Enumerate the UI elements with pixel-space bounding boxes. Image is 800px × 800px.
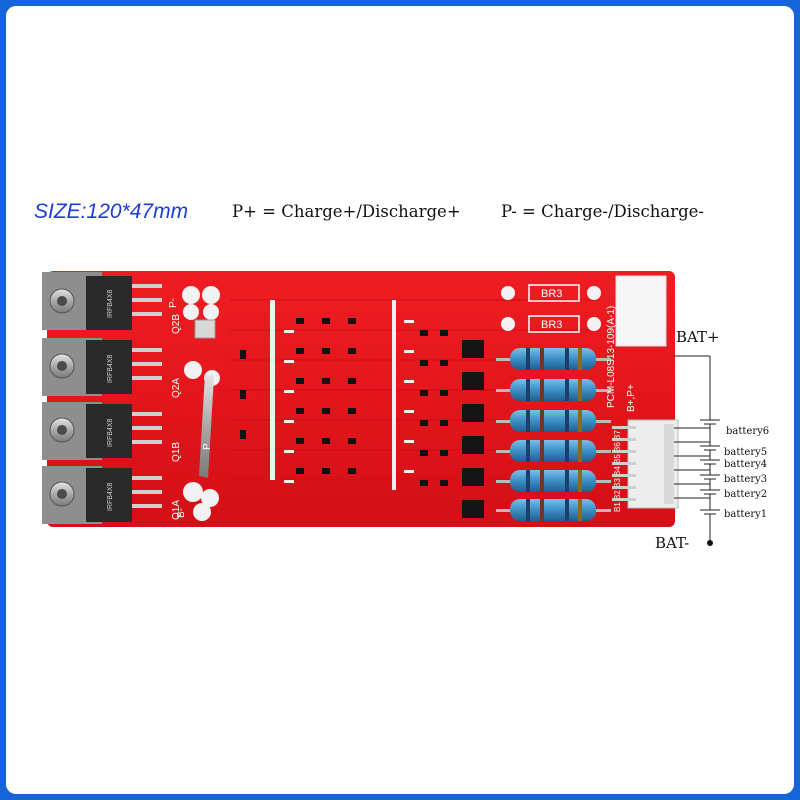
wiring-labels: BAT+ BAT- battery6 battery5 battery4 bat… [655,328,769,552]
battery2-label: battery2 [724,489,767,500]
battery1-label: battery1 [724,509,767,520]
pad-labels: P- P B- [168,298,213,518]
resistor [496,379,611,401]
mosfet-label-q2b: Q2B [171,314,182,334]
smd-components [240,300,448,490]
wiring-diagram [674,355,720,543]
br-label-1: BR3 [541,288,562,300]
p-minus-definition: P- = Charge-/Discharge- [501,202,704,221]
br-silkscreen: BR3 BR3 [501,284,601,333]
mosfet-labels: Q2B Q2A Q1B Q1A [171,314,182,520]
balance-connector [612,419,679,509]
mosfet-part-labels: IRFB4X8 IRFB4X8 IRFB4X8 IRFB4X8 [107,289,114,511]
mosfet-q2a [42,338,162,396]
battery4-label: battery4 [724,459,767,470]
bat-plus-label: BAT+ [676,328,720,346]
resistor [496,470,611,492]
power-pads [182,286,220,521]
resistor [496,440,611,462]
mosfet-part-label: IRFB4X8 [107,289,114,318]
size-label: SIZE:120*47mm [34,200,189,223]
mosfet-part-label: IRFB4X8 [107,354,114,383]
p-plus-definition: P+ = Charge+/Discharge+ [232,202,461,221]
protection-ics [462,340,484,518]
mosfet-label-q2a: Q2A [171,378,182,398]
mosfet-q1a [42,466,162,524]
nickel-busbar [199,374,214,478]
b-minus-label: B- [176,508,187,518]
resistor [496,410,611,432]
mosfet-group [42,272,162,524]
p-label: P [202,443,213,450]
resistor [496,348,611,370]
mosfet-q1b [42,402,162,460]
battery6-label: battery6 [726,426,769,437]
bplus-pplus-label: B+,P+ [626,384,637,412]
pcb-side-text: PCM-L08S13-109(A-1) B+,P+ B1 B2 B3 B4 B5… [606,306,637,512]
busbar-pad-top [184,361,202,379]
p-minus-pad [182,286,200,304]
mosfet-label-q1a: Q1A [171,500,182,520]
busbar-pad-bottom [183,482,203,502]
model-label-box [615,275,667,347]
bat-minus-label: BAT- [655,534,689,552]
bat-minus-node [707,540,713,546]
balance-connector-small [194,319,216,339]
mosfet-q2b [42,272,162,330]
br-label-2: BR3 [541,319,562,331]
mosfet-part-label: IRFB4X8 [107,482,114,511]
pcb-model-label: PCM-L08S13-109(A-1) [606,306,617,408]
mosfet-part-label: IRFB4X8 [107,418,114,447]
balance-resistors [496,348,611,521]
p-minus-label: P- [168,298,179,308]
battery3-label: battery3 [724,474,767,485]
battery5-label: battery5 [724,447,767,458]
resistor [496,499,611,521]
connector-pin-labels: B1 B2 B3 B4 B5 B6 B7 [613,430,622,512]
mosfet-label-q1b: Q1B [171,442,182,462]
